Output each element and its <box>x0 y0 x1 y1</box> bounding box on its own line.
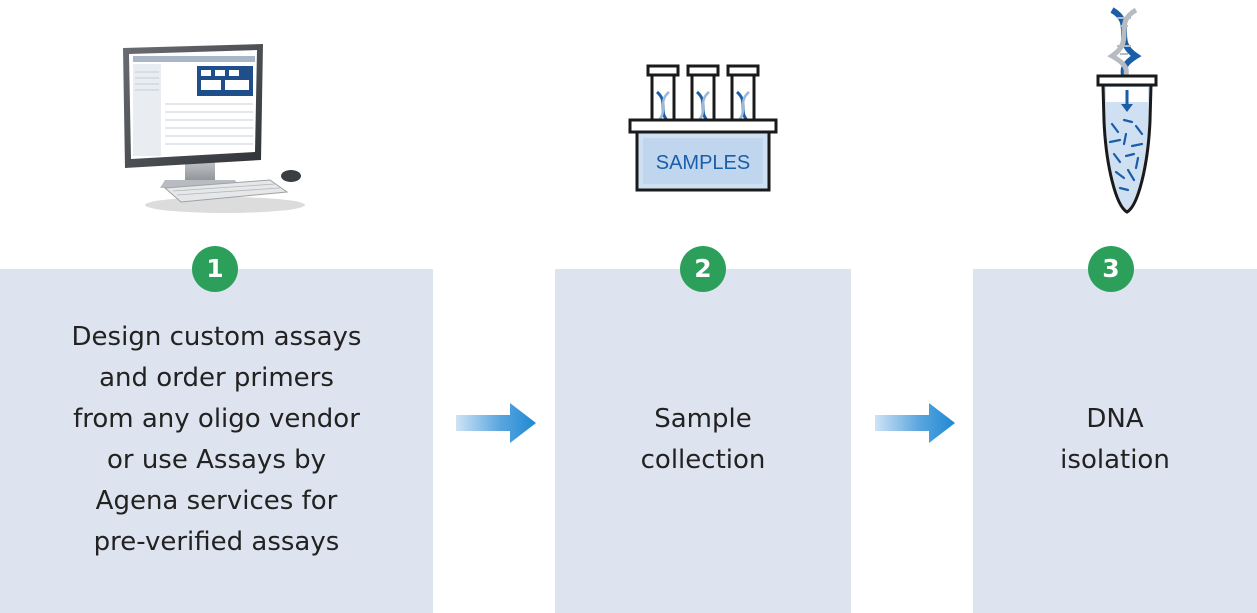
arrow-right-icon <box>456 403 536 443</box>
step-3-text: DNA isolation <box>1060 404 1170 475</box>
samples-label: SAMPLES <box>656 152 750 174</box>
computer-icon <box>123 44 305 213</box>
step-2-box: Sample collection <box>555 269 851 613</box>
step-1-box: Design custom assays and order primers f… <box>0 269 433 613</box>
sample-rack-icon: SAMPLES <box>628 64 778 192</box>
dna-tube-icon <box>1096 7 1158 214</box>
step-2-badge: 2 <box>680 246 726 292</box>
step-3-badge: 3 <box>1088 246 1134 292</box>
step-2-text: Sample collection <box>640 404 766 475</box>
step-3-box: DNA isolation <box>973 269 1257 613</box>
step-1-badge: 1 <box>192 246 238 292</box>
step-1-text: Design custom assays and order primers f… <box>71 322 362 557</box>
arrow-right-icon <box>875 403 955 443</box>
